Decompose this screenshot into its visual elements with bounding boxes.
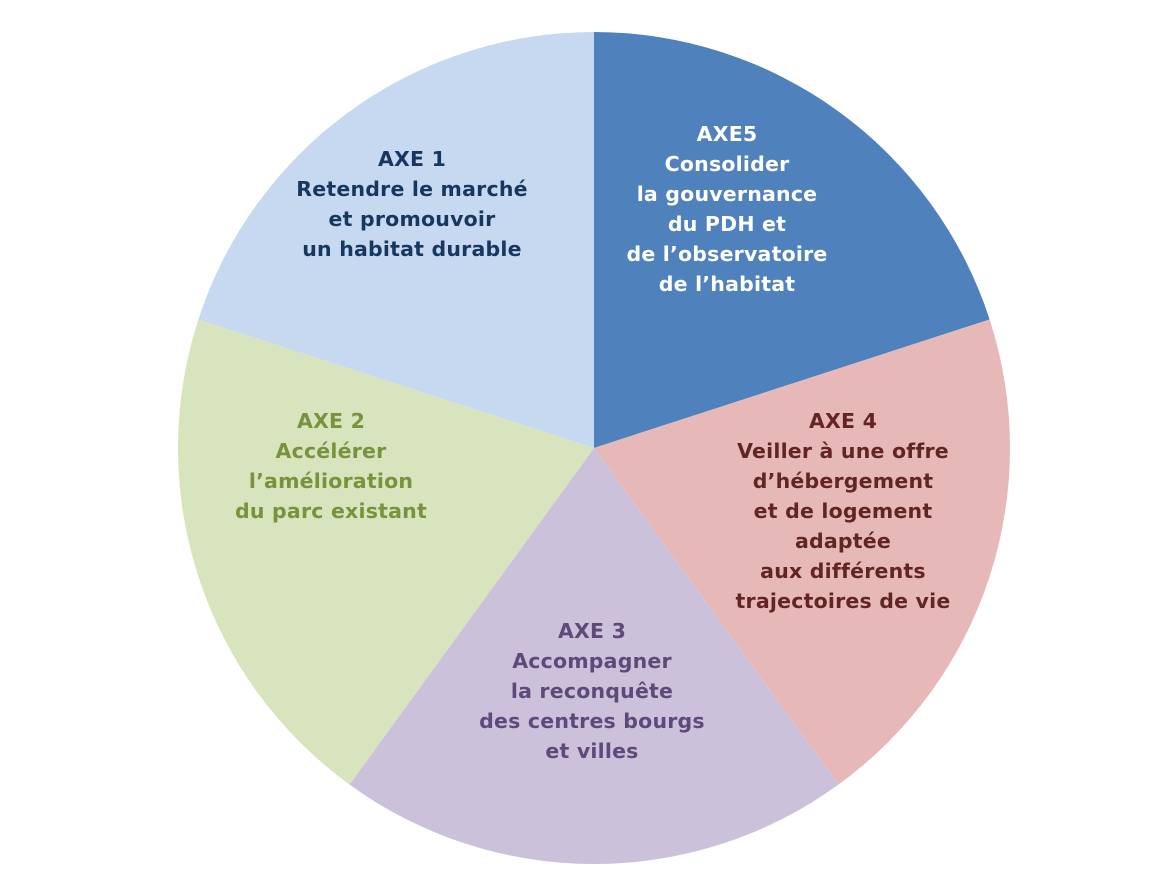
axe3-line-3: des centres bourgs — [479, 709, 705, 733]
axe4-line-5: aux différents — [760, 559, 926, 583]
axe2-line-1: Accélérer — [275, 439, 387, 463]
axe5-line-1: Consolider — [664, 152, 790, 176]
axe5-label: AXE5 Consolider la gouvernance du PDH et… — [626, 119, 827, 299]
axe5-line-5: de l’habitat — [658, 272, 796, 296]
axe3-line-2: la reconquête — [510, 679, 674, 703]
axe4-line-3: et de logement — [753, 499, 933, 523]
axe4-title: AXE 4 — [808, 409, 878, 433]
axe1-slice — [198, 32, 595, 448]
axe2-slice — [177, 319, 594, 785]
axe1-line-1: Retendre le marché — [296, 177, 528, 201]
axe5-line-3: du PDH et — [667, 212, 787, 236]
axe4-line-2: d’hébergement — [752, 469, 934, 493]
axe2-title: AXE 2 — [296, 409, 366, 433]
axe5-line-4: de l’observatoire — [626, 242, 828, 266]
axe3-label: AXE 3 Accompagner la reconquête des cent… — [479, 616, 705, 766]
axe2-line-3: du parc existant — [235, 499, 427, 523]
axe3-line-4: et villes — [545, 739, 639, 763]
axe4-slice — [594, 319, 1011, 785]
axe4-line-6: trajectoires de vie — [735, 589, 951, 613]
axe1-line-3: un habitat durable — [302, 237, 522, 261]
axe2-label: AXE 2 Accélérer l’amélioration du parc e… — [235, 406, 427, 526]
axe5-title: AXE5 — [696, 122, 758, 146]
axe1-label: AXE 1 Retendre le marché et promouvoir u… — [296, 144, 527, 264]
axe4-line-4: adaptée — [794, 529, 892, 553]
axe5-line-2: la gouvernance — [636, 182, 818, 206]
axe4-label: AXE 4 Veiller à une offre d’hébergement … — [736, 406, 951, 616]
axe5-slice — [594, 32, 990, 448]
axe3-slice — [349, 448, 839, 864]
axe1-title: AXE 1 — [377, 147, 447, 171]
axe3-line-1: Accompagner — [512, 649, 672, 673]
axe2-line-2: l’amélioration — [248, 469, 414, 493]
axe1-line-2: et promouvoir — [328, 207, 496, 231]
axe4-line-1: Veiller à une offre — [737, 439, 949, 463]
axe3-title: AXE 3 — [557, 619, 627, 643]
